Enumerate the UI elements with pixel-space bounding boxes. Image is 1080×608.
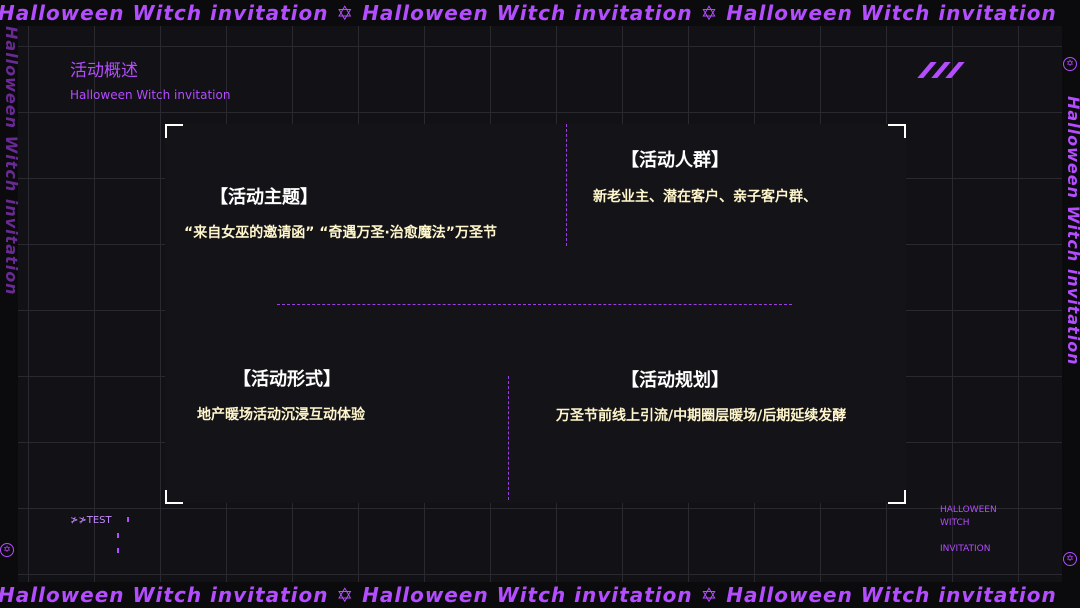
right-banner: Halloween Witch invitation	[1062, 26, 1080, 582]
section-title: 活动概述	[70, 61, 138, 81]
bottom-banner: Halloween Witch invitation ✡ Halloween W…	[0, 582, 1080, 608]
corner-bracket	[165, 124, 183, 138]
divider-vertical-top	[566, 124, 567, 246]
right-banner-text: Halloween Witch invitation	[1064, 96, 1080, 366]
bottom-right-caption: HALLOWEEN WITCH INVITATION	[940, 504, 997, 556]
pentagram-icon: ✡	[1063, 57, 1077, 71]
section-subtitle: Halloween Witch invitation	[70, 88, 231, 102]
left-banner: Halloween Witch invitation	[0, 26, 18, 582]
caption-line: WITCH	[940, 518, 970, 528]
theme-body: “来自女巫的邀请函” “奇遇万圣·治愈魔法”万圣节	[184, 225, 497, 241]
divider-vertical-bottom	[508, 376, 509, 500]
tick-mark	[127, 517, 129, 522]
pentagram-icon: ✡	[1063, 552, 1077, 566]
audience-body: 新老业主、潜在客户、亲子客户群、	[593, 189, 817, 205]
corner-bracket	[888, 124, 906, 138]
top-banner: Halloween Witch invitation ✡ Halloween W…	[0, 0, 1080, 26]
caption-line: HALLOWEEN	[940, 505, 997, 515]
content-panel	[165, 124, 906, 503]
test-label: ≯≯TEST	[70, 515, 112, 526]
format-title: 【活动形式】	[233, 369, 341, 390]
format-body: 地产暖场活动沉浸互动体验	[197, 407, 365, 423]
tick-mark	[117, 533, 119, 538]
plan-body: 万圣节前线上引流/中期圈层暖场/后期延续发酵	[556, 408, 847, 424]
top-banner-text: Halloween Witch invitation ✡ Halloween W…	[0, 1, 1057, 25]
plan-title: 【活动规划】	[621, 370, 729, 391]
pentagram-icon: ✡	[0, 543, 14, 557]
divider-horizontal	[277, 304, 792, 305]
bottom-banner-text: Halloween Witch invitation ✡ Halloween W…	[0, 583, 1057, 607]
slash-decoration-icon	[917, 62, 966, 78]
corner-bracket	[888, 490, 906, 504]
audience-title: 【活动人群】	[621, 150, 729, 171]
corner-bracket	[165, 490, 183, 504]
caption-line: INVITATION	[940, 544, 991, 554]
tick-mark	[117, 548, 119, 553]
left-banner-text: Halloween Witch invitation	[2, 26, 18, 296]
theme-title: 【活动主题】	[210, 187, 318, 208]
